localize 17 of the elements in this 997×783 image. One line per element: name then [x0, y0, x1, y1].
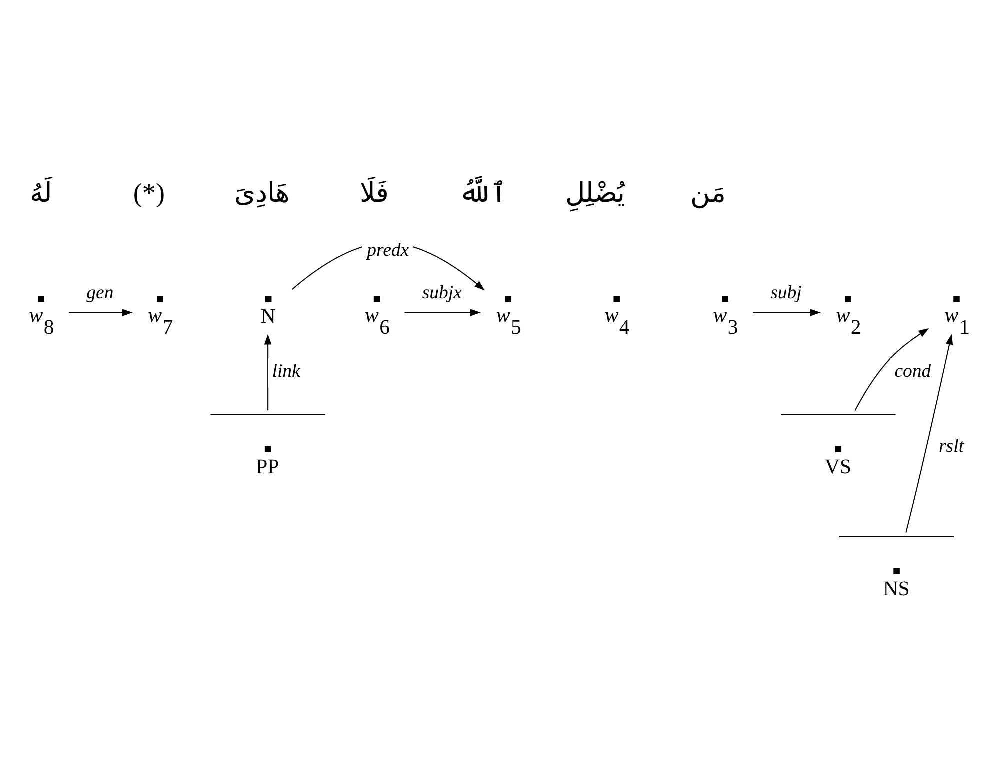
node-label: NS — [883, 576, 910, 600]
node-label: VS — [824, 454, 852, 478]
label: فَلَا — [360, 178, 389, 208]
label: هَادِىَ — [234, 178, 290, 208]
label: لَهُ — [30, 178, 52, 208]
label: مَن — [690, 178, 726, 208]
edge-label: cond — [894, 360, 932, 382]
label: ٱللَّهُ — [458, 178, 507, 208]
edge-label: rslt — [939, 435, 964, 456]
edge-label: predx — [367, 239, 410, 260]
node-label: N — [260, 304, 276, 328]
node-label: PP — [256, 454, 280, 478]
edge-label: subjx — [422, 282, 462, 304]
edge-label: subj — [770, 282, 802, 304]
label: (*) — [133, 178, 166, 208]
edge-label: link — [272, 360, 300, 382]
edge-label: gen — [86, 282, 114, 304]
